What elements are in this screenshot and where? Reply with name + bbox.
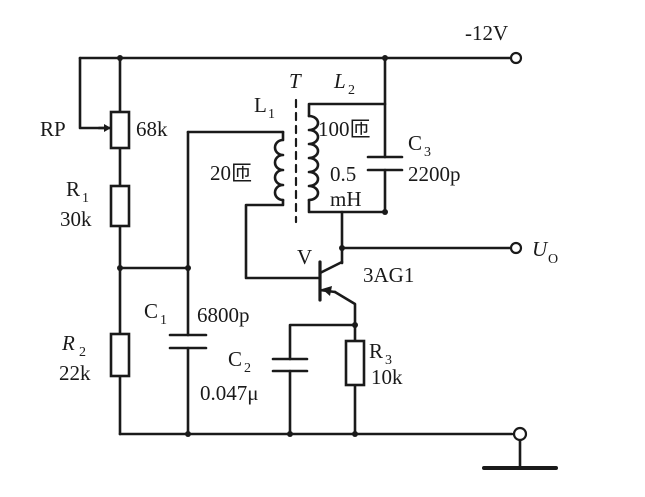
rp-potentiometer — [109, 110, 131, 150]
l1-label: L — [254, 93, 267, 117]
c3-label-subscript: 3 — [424, 145, 431, 160]
r3-value: 10k — [371, 365, 403, 389]
r2-label: R — [61, 331, 75, 355]
l2-label-subscript: 2 — [348, 83, 355, 98]
c1-capacitor — [168, 333, 208, 350]
rp-value: 68k — [136, 117, 168, 141]
transistor-label: V — [297, 245, 312, 269]
c3-label: C — [408, 131, 422, 155]
l2-coil — [307, 114, 320, 202]
l2-inductance: 0.5 — [330, 162, 356, 186]
l1-turns: 20匝 — [210, 161, 252, 185]
transistor-v — [318, 260, 344, 302]
c1-label: C — [144, 299, 158, 323]
c2-label: C — [228, 347, 242, 371]
l1-label-subscript: 1 — [268, 107, 275, 122]
c3-value: 2200p — [408, 162, 461, 186]
c1-value: 6800p — [197, 303, 250, 327]
r3-resistor — [344, 339, 366, 387]
l1-coil — [273, 130, 285, 202]
l2-unit: mH — [330, 187, 362, 211]
r3-label-subscript: 3 — [385, 353, 392, 368]
output-terminal — [509, 241, 523, 255]
l1-base-wire — [244, 198, 320, 280]
output-label: U — [532, 237, 549, 261]
c2-label-subscript: 2 — [244, 361, 251, 376]
emitter-wire — [333, 290, 357, 436]
rp-bypass-wire — [78, 56, 106, 130]
r2-label-subscript: 2 — [79, 345, 86, 360]
c2-value: 0.047μ — [200, 381, 259, 405]
output-label-subscript: O — [548, 252, 558, 267]
l2-label: L — [333, 69, 346, 93]
r2-value: 22k — [59, 361, 91, 385]
c3-capacitor — [366, 155, 404, 172]
rp-label: RP — [40, 117, 66, 141]
wiring — [78, 56, 558, 470]
r1-label-subscript: 1 — [82, 191, 89, 206]
r3-label: R — [369, 339, 383, 363]
junction-dots — [117, 55, 388, 437]
r1-label: R — [66, 177, 80, 201]
c2-capacitor — [271, 357, 309, 373]
c2-top-wire — [288, 323, 357, 436]
l2-turns: 100匝 — [318, 117, 371, 141]
l2-bottom-wire — [307, 198, 387, 214]
l2-top-wire — [307, 56, 387, 118]
r1-value: 30k — [60, 207, 92, 231]
c1-label-subscript: 1 — [160, 313, 167, 328]
r1-resistor — [109, 184, 131, 228]
supply-terminal — [509, 51, 523, 65]
transistor-model: 3AG1 — [363, 263, 414, 287]
ground-terminal — [512, 426, 528, 442]
transformer-label: T — [289, 69, 302, 93]
supply-label: -12V — [465, 21, 508, 45]
r2-resistor — [109, 332, 131, 378]
